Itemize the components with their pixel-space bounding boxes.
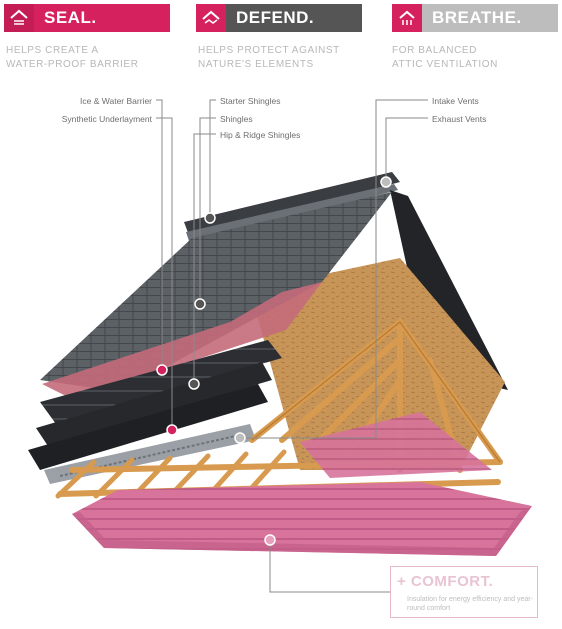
- intake-vents-label: Intake Vents: [432, 96, 479, 106]
- underlayment-layer-2: [36, 362, 272, 446]
- house-defend-icon: [196, 4, 226, 32]
- shingle-plane: [40, 192, 392, 392]
- seal-subtitle: HELPS CREATE A WATER-PROOF BARRIER: [6, 45, 139, 70]
- defend-label: DEFEND.: [226, 4, 362, 32]
- leader-lines: [156, 99, 428, 593]
- synthetic-underlayment: [40, 340, 282, 424]
- comfort-callout: + COMFORT. Insulation for energy efficie…: [390, 566, 538, 618]
- roof-deck: [250, 258, 505, 470]
- hip-ridge-shingles-label: Hip & Ridge Shingles: [220, 130, 301, 140]
- seal-label: SEAL.: [34, 4, 170, 32]
- starter-shingles-label: Starter Shingles: [220, 96, 281, 106]
- defend-subtitle: HELPS PROTECT AGAINST NATURE'S ELEMENTS: [198, 45, 340, 70]
- attic-insulation: [300, 412, 492, 478]
- defend-badge: DEFEND.: [196, 4, 362, 32]
- ice-water-barrier-label: Ice & Water Barrier: [80, 96, 152, 106]
- back-roof-plane: [390, 190, 508, 390]
- comfort-title: + COMFORT.: [397, 573, 494, 590]
- breathe-label: BREATHE.: [422, 4, 558, 32]
- ice-water-barrier: [42, 282, 322, 400]
- seal-badge: SEAL.: [4, 4, 170, 32]
- callout-markers: [156, 176, 392, 546]
- breathe-badge: BREATHE.: [392, 4, 558, 32]
- breathe-subtitle: FOR BALANCED ATTIC VENTILATION: [392, 45, 498, 70]
- insulation-batt: [72, 482, 532, 556]
- synthetic-underlayment-label: Synthetic Underlayment: [61, 114, 152, 124]
- exhaust-vents-label: Exhaust Vents: [432, 114, 487, 124]
- house-breathe-icon: [392, 4, 422, 32]
- comfort-description: Insulation for energy efficiency and yea…: [407, 596, 533, 612]
- underlayment-layer-3: [28, 384, 268, 470]
- shingles-label: Shingles: [220, 114, 253, 124]
- house-seal-icon: [4, 4, 34, 32]
